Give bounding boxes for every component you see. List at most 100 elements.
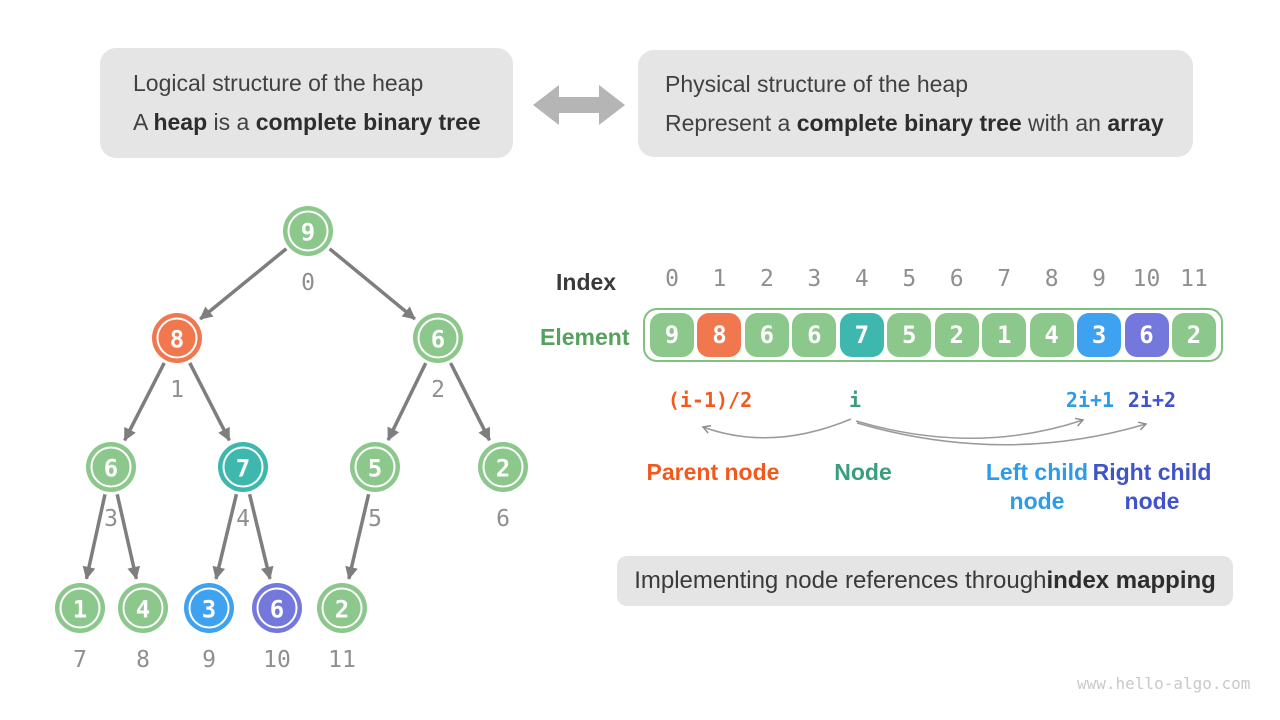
- text-part: with an: [1021, 109, 1108, 136]
- node-ring: [417, 317, 459, 359]
- array-index: 0: [665, 266, 679, 292]
- node-ring: [482, 446, 524, 488]
- node-circle: [86, 442, 136, 492]
- tree-node: 55: [350, 442, 400, 532]
- array-index: 6: [949, 266, 964, 292]
- tree-edge: [115, 493, 141, 580]
- text-part: heap: [153, 109, 208, 135]
- tree-node: 62: [413, 313, 463, 403]
- node-ring: [122, 587, 164, 629]
- array-index: 11: [1180, 266, 1208, 292]
- logical-structure-callout: Logical structure of the heap A heap is …: [100, 48, 513, 158]
- node-index-label: 2: [431, 377, 445, 403]
- array-cell: 6: [1124, 313, 1169, 357]
- left-child-line1: Left child: [985, 459, 1089, 485]
- node-index-label: 3: [104, 506, 118, 532]
- text-part: Physical structure of the heap: [665, 70, 968, 97]
- tree-node: 81: [152, 313, 202, 403]
- node-value: 2: [496, 455, 510, 483]
- array-cell: 3: [1077, 313, 1122, 357]
- text-part: complete binary tree: [796, 109, 1022, 136]
- left-child-node-label: Left child node: [986, 458, 1088, 516]
- node-value: 6: [104, 455, 118, 483]
- node-circle: [184, 583, 234, 633]
- array-cell: 1: [982, 313, 1027, 357]
- node-ring: [287, 210, 329, 252]
- node-circle: [413, 313, 463, 363]
- array-index: 9: [1092, 266, 1106, 292]
- node-ring: [222, 446, 264, 488]
- left-child-line2: node: [1009, 488, 1065, 514]
- node-ring: [188, 587, 230, 629]
- node-value: 1: [73, 596, 87, 624]
- node-index-formula: i: [848, 388, 862, 412]
- index-row-label: Index: [556, 269, 617, 295]
- array-index: 2: [759, 266, 774, 292]
- node-label: Node: [834, 459, 892, 485]
- right-child-line2: node: [1124, 488, 1180, 514]
- node-value: 2: [335, 596, 349, 624]
- tree-edge: [188, 362, 231, 442]
- watermark: www.hello-algo.com: [1077, 674, 1251, 693]
- node-value: 4: [136, 596, 150, 624]
- array-index: 3: [807, 266, 822, 292]
- tree-edge: [345, 493, 371, 580]
- node-circle: [350, 442, 400, 492]
- array-cell: 8: [697, 313, 742, 357]
- node-ring: [354, 446, 396, 488]
- tree-node: 63: [86, 442, 136, 532]
- tree-edge: [328, 247, 416, 321]
- node-circle: [317, 583, 367, 633]
- mapping-arrows: [701, 417, 1148, 446]
- text-part: Represent a: [665, 109, 797, 136]
- node-index-label: 7: [73, 647, 87, 673]
- node-ring: [256, 587, 298, 629]
- node-index-label: 11: [328, 647, 356, 673]
- node-index-label: 1: [170, 377, 184, 403]
- array-cell: 9: [650, 313, 694, 357]
- node-index-label: 9: [202, 647, 216, 673]
- tree-edge: [82, 493, 107, 580]
- node-value: 6: [270, 596, 284, 624]
- array-cell: 4: [1029, 313, 1074, 357]
- text-part: index mapping: [1046, 567, 1216, 594]
- text-part: Implementing node references through: [634, 567, 1047, 594]
- right-child-line1: Right child: [1092, 459, 1212, 485]
- text-part: Logical structure of the heap: [133, 70, 424, 96]
- physical-line1: Physical structure of the heap: [665, 65, 1193, 104]
- node-ring: [59, 587, 101, 629]
- tree-edge: [212, 493, 239, 580]
- node-circle: [55, 583, 105, 633]
- node-circle: [152, 313, 202, 363]
- array-index: 7: [997, 266, 1012, 292]
- node-index-label: 8: [136, 647, 150, 673]
- element-row-label: Element: [540, 324, 630, 350]
- text-part: A: [133, 109, 154, 135]
- node-ring: [90, 446, 132, 488]
- node-index-label: 10: [263, 647, 291, 673]
- node-ring: [321, 587, 363, 629]
- array-cell: 2: [1171, 313, 1216, 357]
- array-cell: 2: [934, 313, 979, 357]
- logical-line1: Logical structure of the heap: [133, 64, 513, 103]
- tree-edge: [199, 247, 288, 321]
- tree-edge: [449, 362, 492, 442]
- node-value: 8: [170, 326, 184, 354]
- array-cell: 6: [792, 313, 837, 357]
- node-value: 5: [368, 455, 382, 483]
- parent-index-formula: (i-1)/2: [667, 388, 753, 412]
- arrow-node-to-right-child: [856, 421, 1148, 446]
- node-index-label: 0: [301, 270, 315, 296]
- tree-node: 48: [118, 583, 168, 673]
- array-cell: 7: [839, 313, 884, 357]
- text-part: complete binary tree: [255, 109, 481, 135]
- node-circle: [218, 442, 268, 492]
- right-child-formula: 2i+2: [1127, 388, 1177, 412]
- arrow-node-to-left-child: [855, 417, 1085, 439]
- tree-edge: [247, 493, 274, 580]
- node-index-label: 6: [496, 506, 510, 532]
- tree-node: 17: [55, 583, 105, 673]
- text-part: is a: [207, 109, 256, 135]
